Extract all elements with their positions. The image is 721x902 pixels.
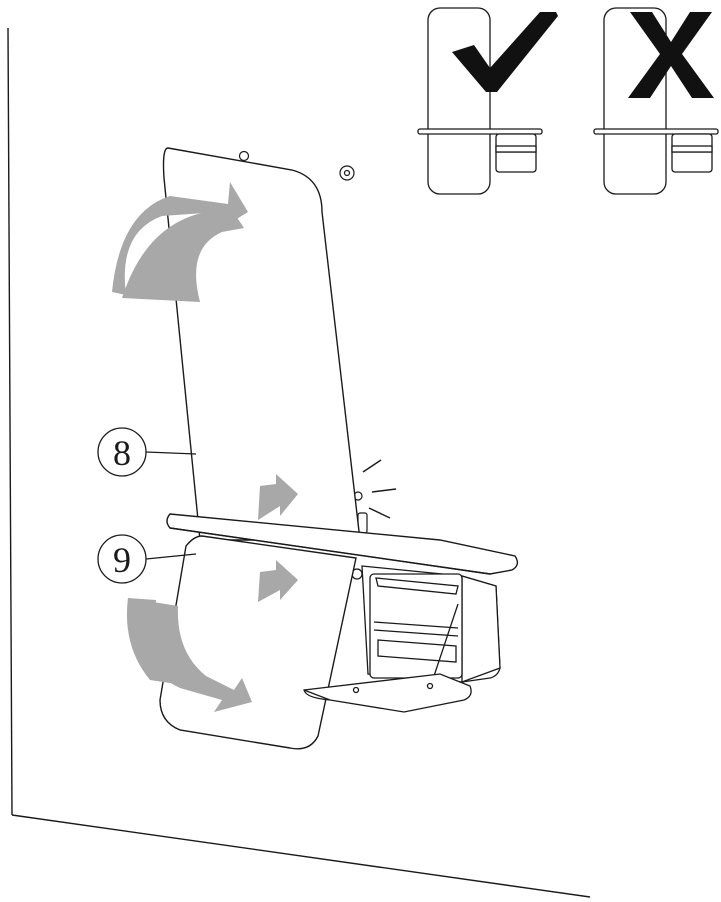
checkmark-icon bbox=[452, 12, 558, 92]
wall-corner-line bbox=[7, 27, 13, 816]
cabinet-shelf-1 bbox=[373, 621, 459, 629]
example-shelf-correct bbox=[417, 128, 543, 135]
cabinet-side bbox=[461, 575, 501, 683]
callout-8-circle bbox=[97, 427, 147, 477]
lower-panel bbox=[126, 535, 357, 750]
example-box-incorrect bbox=[671, 133, 713, 173]
callout-8-number: 8 bbox=[113, 433, 131, 473]
shelf bbox=[166, 513, 519, 575]
upper-panel bbox=[112, 147, 361, 541]
x-mark-icon bbox=[628, 12, 714, 98]
cabinet-top-rail bbox=[375, 577, 459, 595]
example-panel-incorrect bbox=[603, 7, 667, 195]
arrow-rotate-up bbox=[112, 182, 248, 295]
cabinet-drawer bbox=[377, 639, 457, 663]
incorrect-orientation-example bbox=[593, 7, 719, 195]
floor-line bbox=[11, 814, 591, 898]
arrow-rotate-down-tail bbox=[126, 598, 190, 686]
door-knob bbox=[352, 686, 360, 694]
example-box-correct bbox=[495, 133, 537, 173]
correct-orientation-example bbox=[417, 7, 558, 195]
callout-8-leader bbox=[145, 451, 197, 455]
callout-9-leader bbox=[145, 553, 197, 560]
panel-top-screw bbox=[238, 150, 250, 162]
callout-9: 9 bbox=[97, 534, 197, 584]
arrow-rotate-up-body bbox=[122, 210, 244, 302]
shelf-top bbox=[166, 513, 519, 575]
callout-8: 8 bbox=[97, 427, 197, 477]
arrow-push-right-lower bbox=[258, 560, 298, 602]
example-shelf-incorrect bbox=[593, 128, 719, 135]
arrow-push-right-upper bbox=[258, 474, 298, 520]
callout-9-circle bbox=[97, 534, 147, 584]
wall-fittings bbox=[339, 165, 368, 580]
arrow-rotate-down bbox=[127, 598, 252, 712]
cabinet bbox=[303, 565, 501, 713]
impact-lines bbox=[362, 459, 397, 519]
wall-lines bbox=[7, 27, 591, 898]
callout-9-number: 9 bbox=[113, 540, 131, 580]
lower-panel-body bbox=[159, 535, 357, 750]
example-panel-correct bbox=[427, 7, 491, 195]
